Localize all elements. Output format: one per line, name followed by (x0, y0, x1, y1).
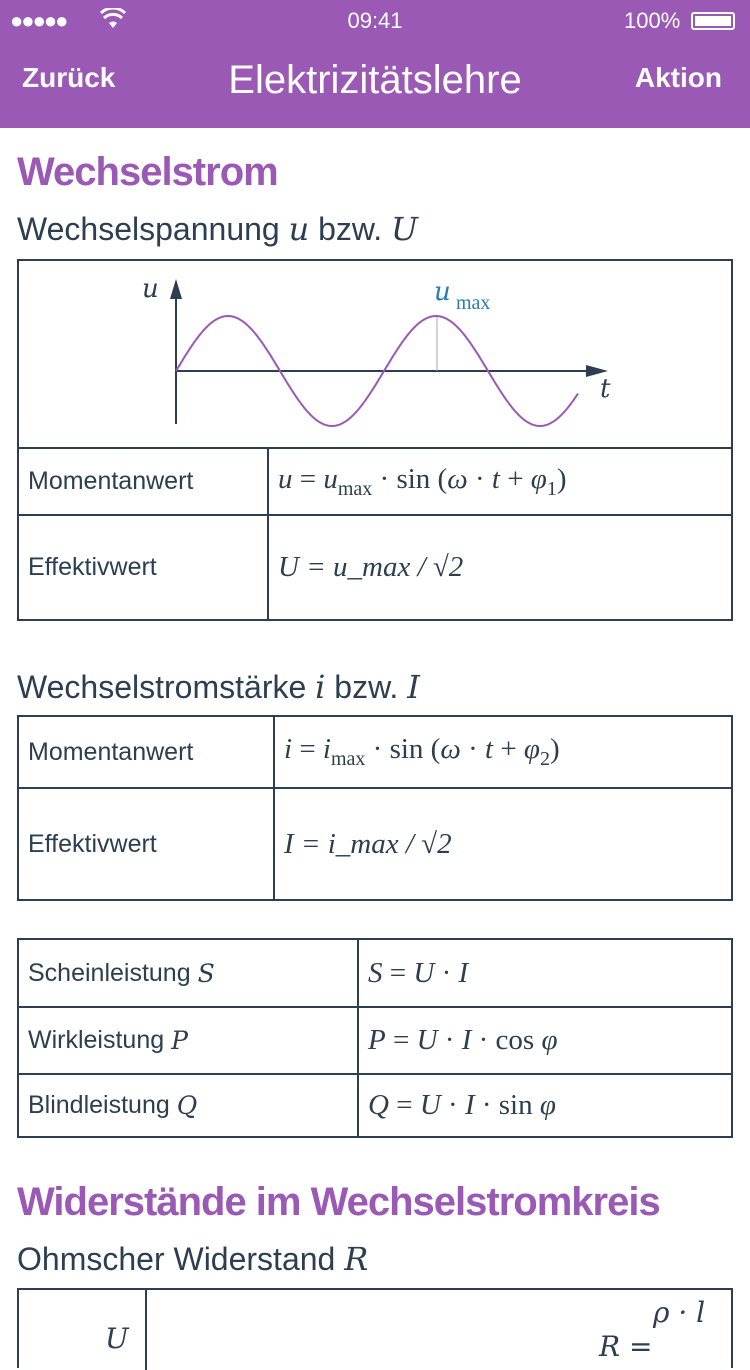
voltage-heading: Wechselspannung u bzw. U (17, 210, 418, 248)
graph-row: u t u max (19, 261, 731, 447)
formula: i = imax · sin (ω · t + φ2) (284, 733, 560, 770)
power-table: Scheinleistung S S = U · I Wirkleistung … (17, 938, 733, 1138)
x-axis-label: t (600, 374, 611, 404)
row-label: Effektivwert (19, 789, 275, 899)
table-row: Scheinleistung S S = U · I (19, 940, 731, 1006)
table-row: Blindleistung Q Q = U · I · sin φ (19, 1073, 731, 1136)
formula: S = U · I (368, 956, 469, 989)
peak-label: u (434, 277, 451, 307)
table-row: Effektivwert I = i_max / √2 (19, 787, 731, 899)
section-heading: Wechselstrom (17, 150, 279, 194)
row-label: Momentanwert (19, 717, 275, 787)
sine-curve (175, 314, 579, 428)
nav-bar: ●●●●● 09:41 100% Zurück Elektrizitätsleh… (0, 0, 750, 128)
formula: I = i_max / √2 (284, 827, 452, 860)
table-row: Momentanwert i = imax · sin (ω · t + φ2) (19, 717, 731, 787)
row-label: Scheinleistung S (19, 940, 359, 1006)
status-time: 09:41 (347, 8, 403, 33)
current-table: Momentanwert i = imax · sin (ω · t + φ2)… (17, 715, 733, 901)
partial-formula: U (105, 1322, 129, 1355)
table-row: Wirkleistung P P = U · I · cos φ (19, 1006, 731, 1073)
section-heading: Widerstände im Wechselstromkreis (17, 1180, 661, 1224)
row-label: Momentanwert (19, 449, 269, 514)
battery-percent: 100% (624, 8, 681, 33)
column-divider (145, 1290, 147, 1370)
peak-label-sub: max (456, 292, 490, 314)
y-axis-label: u (142, 274, 159, 304)
resistor-heading: Ohmscher Widerstand R (17, 1240, 369, 1278)
formula: u = umax · sin (ω · t + φ1) (278, 462, 567, 500)
action-button[interactable]: Aktion (634, 62, 722, 93)
voltage-table: u t u max Momentanwert u = umax · sin (ω… (17, 259, 733, 621)
partial-formula: ρ · l (653, 1296, 706, 1329)
partial-formula: R = (599, 1330, 653, 1363)
y-axis-arrow (170, 279, 182, 299)
row-label: Effektivwert (19, 516, 269, 619)
formula: Q = U · I · sin φ (368, 1089, 556, 1121)
signal-icon: ●●●●● (10, 8, 68, 33)
formula: P = U · I · cos φ (368, 1024, 558, 1056)
table-row: Effektivwert U = u_max / √2 (19, 514, 731, 619)
battery-icon (691, 12, 735, 30)
sine-graph: u t u max (142, 274, 611, 428)
wifi-icon (99, 6, 127, 36)
back-button[interactable]: Zurück (22, 62, 116, 93)
page-title: Elektrizitätslehre (228, 58, 522, 102)
resistor-table: U R = ρ · l (17, 1288, 733, 1370)
x-axis-arrow (586, 365, 608, 377)
formula: U = u_max / √2 (278, 551, 464, 583)
current-heading: Wechselstromstärke i bzw. I (17, 668, 420, 706)
row-label: Wirkleistung P (19, 1008, 359, 1073)
row-label: Blindleistung Q (19, 1075, 359, 1136)
table-row: Momentanwert u = umax · sin (ω · t + φ1) (19, 447, 731, 514)
